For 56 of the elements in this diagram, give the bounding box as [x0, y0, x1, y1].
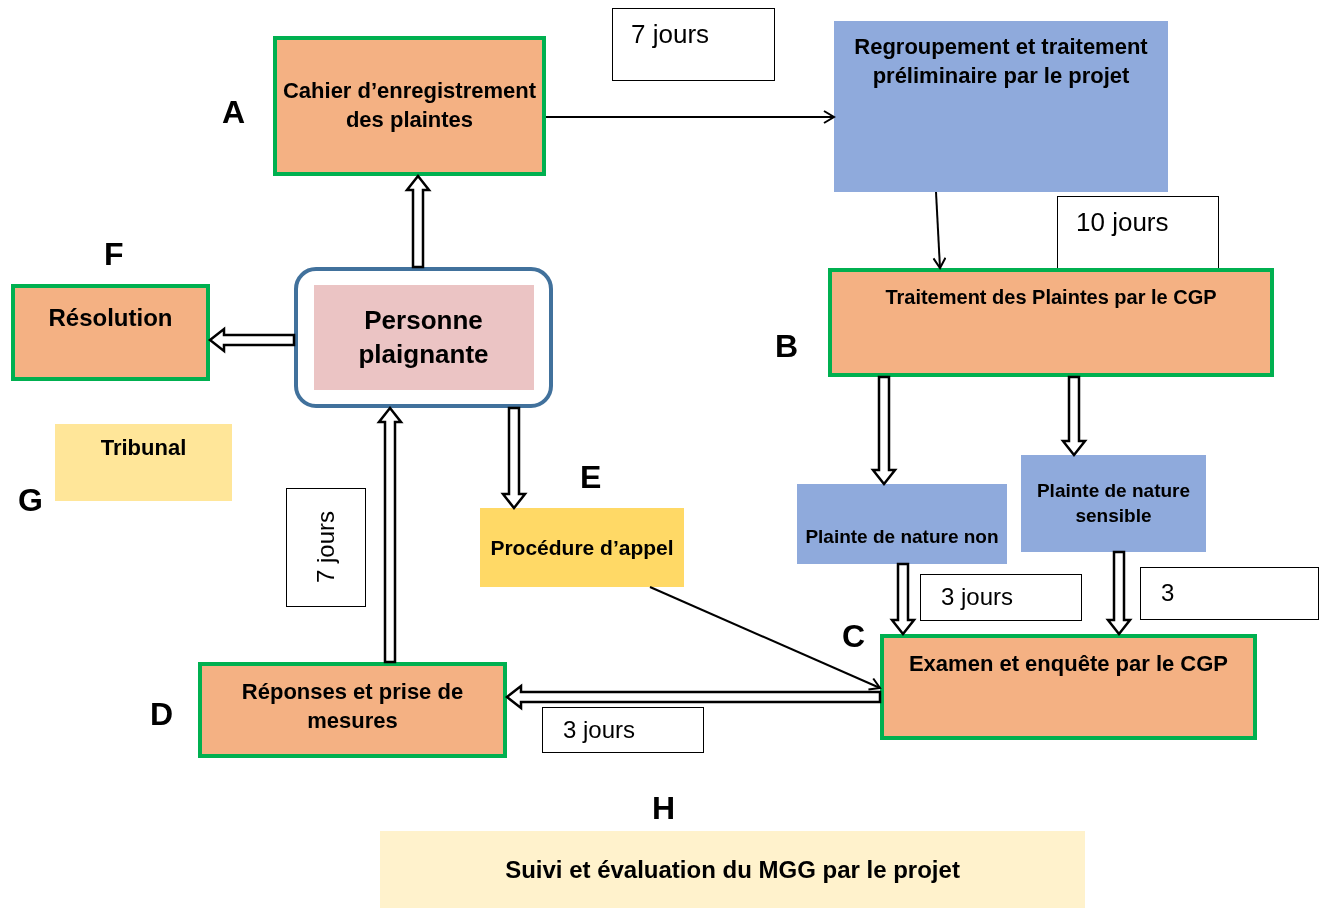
arrow: [649, 586, 881, 691]
duration-text: 3 jours: [941, 583, 1014, 612]
section-letter: A: [222, 94, 246, 131]
block-arrow: [1060, 375, 1088, 458]
block-arrow: [404, 173, 432, 269]
box-text: Plainte de nature sensible: [1035, 478, 1192, 528]
section-letter: G: [18, 482, 43, 519]
process-box: [797, 484, 1007, 564]
process-box: [198, 662, 507, 758]
block-arrow: [500, 406, 528, 511]
process-box: [11, 284, 210, 381]
box-text: Réponses et prise de mesures: [240, 678, 465, 735]
duration-text: 10 jours: [1076, 207, 1169, 239]
block-arrow: [376, 405, 404, 664]
box-text: Procédure d’appel: [490, 534, 674, 561]
duration-box: [612, 8, 775, 81]
block-arrow: [1105, 550, 1133, 637]
block-arrow: [504, 683, 882, 711]
box-text: Résolution: [48, 303, 173, 333]
process-box: [1021, 455, 1206, 552]
section-letter: C: [842, 618, 866, 655]
box-text: Cahier d’enregistrement des plaintes: [281, 77, 538, 134]
duration-box: [1057, 196, 1219, 269]
section-letter: B: [775, 328, 799, 365]
section-letter: E: [580, 459, 602, 496]
block-arrow: [889, 562, 917, 637]
box-text: Tribunal: [100, 434, 187, 462]
person-box: [294, 267, 553, 408]
duration-text: 3 jours: [563, 715, 636, 745]
duration-box: [920, 574, 1082, 621]
process-box: [828, 268, 1274, 377]
block-arrow: [207, 326, 296, 354]
box-text: Traitement des Plaintes par le CGP: [885, 285, 1217, 310]
duration-box: [286, 488, 366, 607]
box-text: Examen et enquête par le CGP: [908, 650, 1229, 678]
block-arrow: [870, 375, 898, 487]
box-text: Personne plaignante: [357, 303, 490, 371]
duration-box: [542, 707, 704, 753]
process-box: [380, 831, 1085, 908]
arrow: [545, 110, 835, 124]
process-box: [834, 21, 1168, 192]
duration-text: 7 jours: [631, 19, 710, 51]
box-text: Regroupement et traitement préliminaire par le projet: [853, 33, 1149, 90]
process-box: [880, 634, 1257, 740]
box-text: Plainte de nature non: [805, 525, 999, 550]
process-box: [480, 508, 684, 587]
section-letter: D: [150, 696, 174, 733]
box-text: Suivi et évaluation du MGG par le projet: [505, 854, 960, 885]
duration-text: 7 jours: [312, 511, 340, 584]
duration-text: 3: [1161, 579, 1175, 608]
section-letter: F: [104, 236, 124, 273]
process-box: [273, 36, 546, 176]
arrow: [932, 191, 947, 269]
section-letter: H: [652, 790, 676, 827]
duration-box: [1140, 567, 1319, 620]
process-box: [55, 424, 232, 501]
